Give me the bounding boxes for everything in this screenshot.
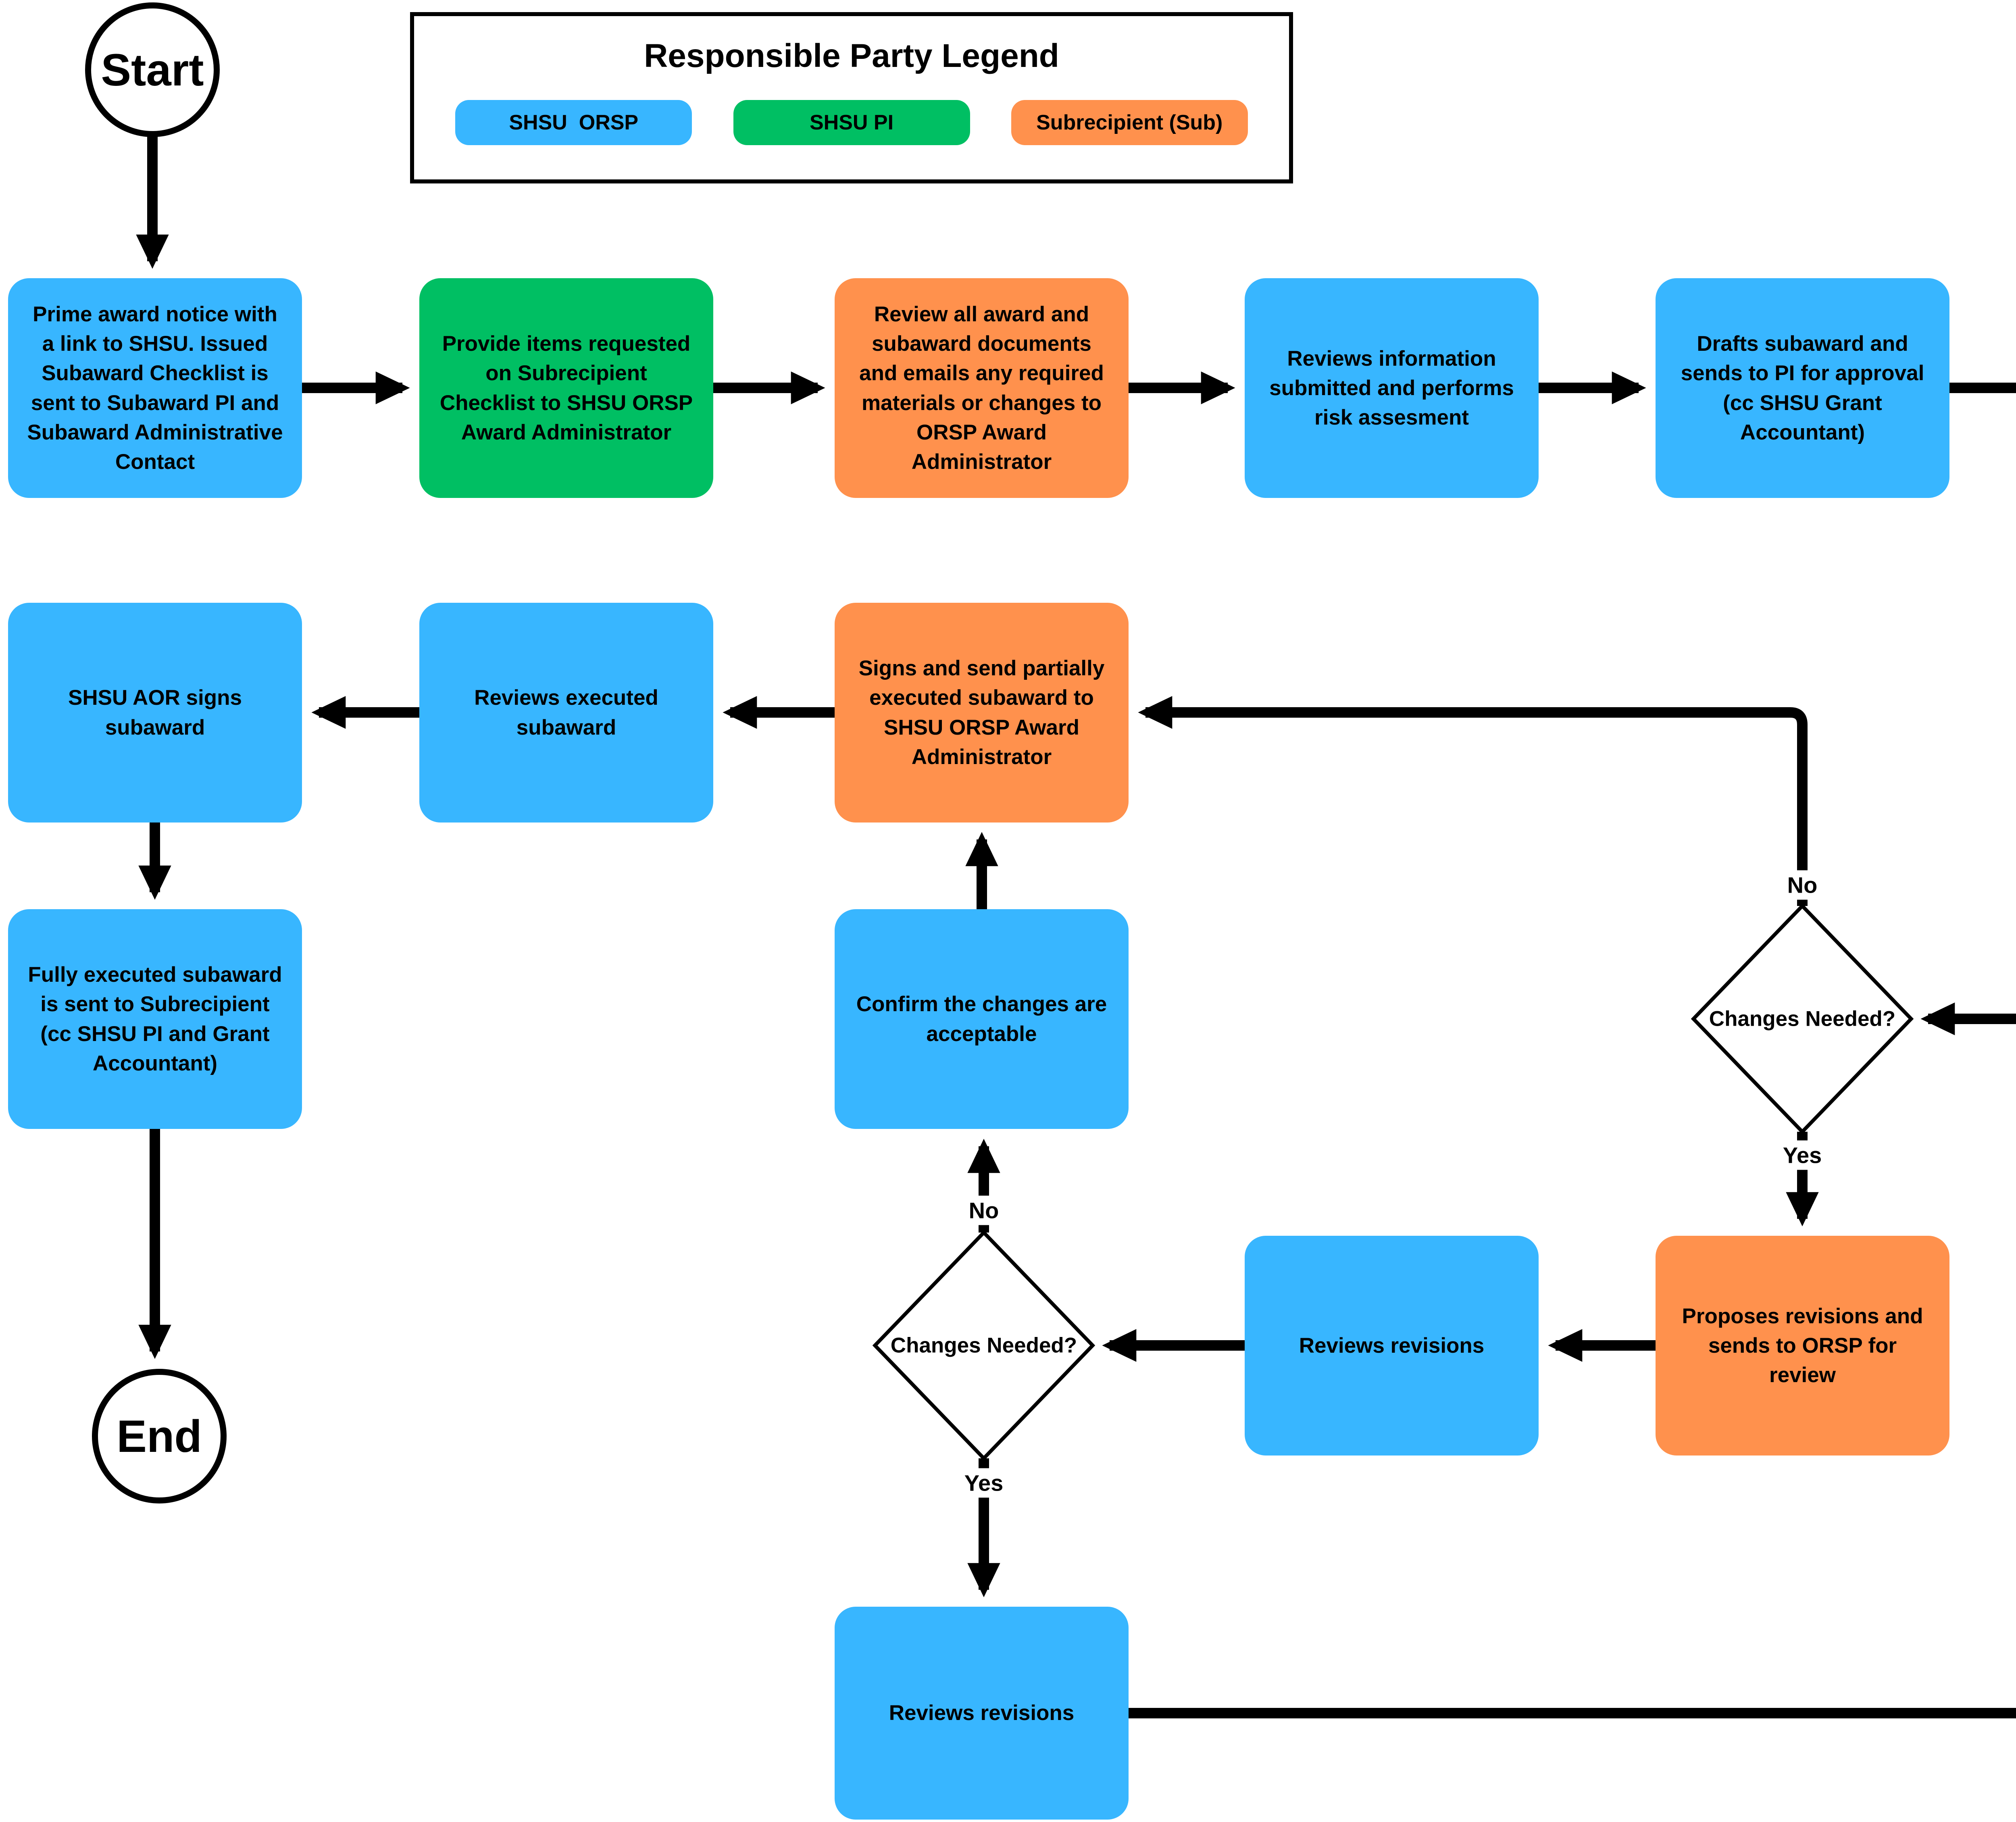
arrow-d1-no-to-signs-partial xyxy=(1138,696,1808,906)
decision-1-label: Changes Needed? xyxy=(1709,1007,1896,1031)
node-fully-executed: Fully executed subaward is sent to Subre… xyxy=(8,909,302,1129)
start-terminal: Start xyxy=(85,2,220,137)
legend-item-subrecipient: Subrecipient (Sub) xyxy=(1011,100,1248,145)
node-aor-signs: SHSU AOR signs subaward xyxy=(8,603,302,823)
node-drafts-subaward: Drafts subaward and sends to PI for appr… xyxy=(1656,278,1949,498)
node-reviews-executed: Reviews executed subaward xyxy=(419,603,713,823)
decision-diamond-2 xyxy=(872,1230,1095,1461)
decision-2-label: Changes Needed? xyxy=(890,1333,1077,1358)
decision-diamond-1 xyxy=(1691,903,1914,1135)
legend-title: Responsible Party Legend xyxy=(644,37,1059,74)
node-reviews-revisions-1: Reviews revisions xyxy=(1245,1236,1539,1456)
node-prime-award: Prime award notice with a link to SHSU. … xyxy=(8,278,302,498)
end-terminal: End xyxy=(92,1369,227,1503)
node-risk-assessment: Reviews information submitted and perfor… xyxy=(1245,278,1539,498)
node-confirm-changes: Confirm the changes are acceptable xyxy=(835,909,1129,1129)
legend-item-shsu-pi: SHSU PI xyxy=(733,100,970,145)
node-proposes-revisions: Proposes revisions and sends to ORSP for… xyxy=(1656,1236,1949,1456)
legend-item-shsu-orsp: SHSU ORSP xyxy=(455,100,692,145)
node-provide-items: Provide items requested on Subrecipient … xyxy=(419,278,713,498)
decision-1-no-label: No xyxy=(1781,870,1824,900)
node-reviews-revisions-2: Reviews revisions xyxy=(835,1607,1129,1820)
decision-2-no-label: No xyxy=(962,1195,1006,1225)
legend: Responsible Party Legend SHSU ORSP SHSU … xyxy=(410,12,1293,183)
legend-items: SHSU ORSP SHSU PI Subrecipient (Sub) xyxy=(414,100,1289,145)
decision-1-yes-label: Yes xyxy=(1776,1140,1829,1170)
node-signs-partial: Signs and send partially executed subawa… xyxy=(835,603,1129,823)
node-review-docs: Review all award and subaward documents … xyxy=(835,278,1129,498)
decision-2-yes-label: Yes xyxy=(958,1468,1010,1498)
